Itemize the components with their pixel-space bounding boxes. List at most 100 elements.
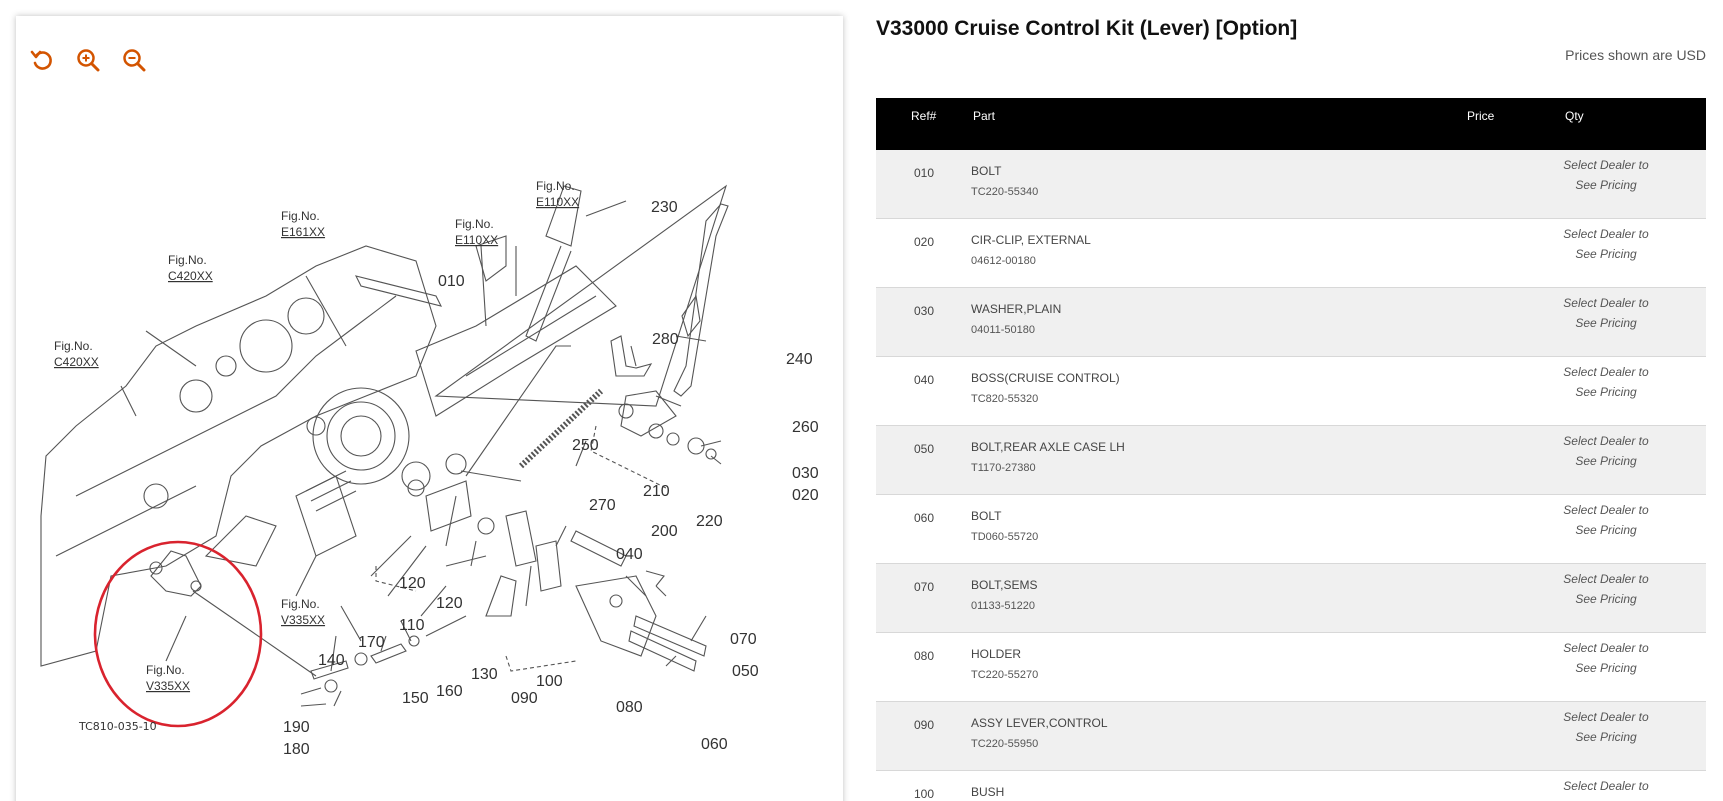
part-number[interactable]: TC220-55270: [971, 669, 1039, 681]
fig-label: Fig.No.: [536, 179, 575, 193]
part-name[interactable]: WASHER,PLAIN: [971, 302, 1062, 316]
ref-number: 080: [914, 649, 935, 663]
ref-callout: 040: [616, 546, 643, 563]
zoom-out-button[interactable]: [122, 48, 146, 72]
ref-callout: 230: [651, 199, 678, 216]
ref-callout: 090: [511, 690, 538, 707]
part-name[interactable]: BOLT,SEMS: [971, 578, 1038, 592]
part-name[interactable]: BUSH: [971, 785, 1005, 799]
zoom-out-icon: [123, 49, 146, 72]
ref-number: 020: [914, 235, 935, 249]
part-name[interactable]: BOSS(CRUISE CONTROL): [971, 371, 1120, 385]
ref-callout: 110: [399, 617, 425, 634]
ref-callout: 050: [732, 663, 759, 680]
part-name[interactable]: HOLDER: [971, 647, 1022, 661]
table-row[interactable]: 090 ASSY LEVER,CONTROL TC220-55950 Selec…: [876, 702, 1706, 771]
zoom-in-button[interactable]: [76, 48, 100, 72]
table-row[interactable]: 030 WASHER,PLAIN 04011-50180 Select Deal…: [876, 288, 1706, 357]
part-number[interactable]: 04011-50180: [971, 324, 1036, 336]
table-row[interactable]: 070 BOLT,SEMS 01133-51220 Select Dealer …: [876, 564, 1706, 633]
page-title: V33000 Cruise Control Kit (Lever) [Optio…: [876, 17, 1298, 40]
fig-label: Fig.No.: [54, 339, 93, 353]
ref-callout: 240: [786, 351, 813, 368]
ref-callout: 010: [438, 273, 465, 290]
fig-label: Fig.No.: [281, 209, 320, 223]
fig-label: Fig.No.: [168, 253, 207, 267]
parts-panel: V33000 Cruise Control Kit (Lever) [Optio…: [876, 0, 1706, 801]
diagram-toolbar: [30, 48, 146, 72]
fig-label: C420XX: [54, 355, 99, 369]
fig-label: E110XX: [536, 195, 579, 209]
parts-table: Ref# Part Price Qty 010 BOLT TC220-55340…: [876, 98, 1706, 801]
ref-callout: 150: [402, 690, 429, 707]
highlight-circle: [93, 540, 263, 728]
part-name[interactable]: CIR-CLIP, EXTERNAL: [971, 233, 1091, 247]
ref-callout: 080: [616, 699, 643, 716]
table-header: Ref# Part Price Qty: [876, 98, 1706, 150]
header-price[interactable]: Price: [1467, 109, 1495, 123]
ref-number: 060: [914, 511, 935, 525]
header-ref[interactable]: Ref#: [911, 109, 937, 123]
part-name[interactable]: BOLT: [971, 164, 1002, 178]
diagram-panel: Fig.No. E161XX Fig.No. C420XX Fig.No. C4…: [16, 16, 843, 801]
spring-270: [518, 388, 604, 469]
part-name[interactable]: BOLT: [971, 509, 1002, 523]
table-row[interactable]: 020 CIR-CLIP, EXTERNAL 04612-00180 Selec…: [876, 219, 1706, 288]
header-part[interactable]: Part: [973, 109, 996, 123]
reset-icon: [30, 50, 52, 70]
table-row[interactable]: 040 BOSS(CRUISE CONTROL) TC820-55320 Sel…: [876, 357, 1706, 426]
fig-label: Fig.No.: [146, 663, 185, 677]
fig-label: E110XX: [455, 233, 498, 247]
part-number[interactable]: TC220-55950: [971, 738, 1039, 750]
header-qty[interactable]: Qty: [1565, 109, 1584, 123]
part-number[interactable]: TC220-55340: [971, 186, 1039, 198]
ref-callout: 260: [792, 419, 819, 436]
part-number[interactable]: TD060-55720: [971, 531, 1039, 543]
ref-callout: 280: [652, 331, 679, 348]
ref-callout: 160: [436, 683, 463, 700]
part-number[interactable]: TC820-55320: [971, 393, 1039, 405]
ref-callout: 130: [471, 666, 498, 683]
fig-label: E161XX: [281, 225, 325, 239]
ref-number: 030: [914, 304, 935, 318]
ref-callout: 140: [318, 652, 345, 669]
part-name[interactable]: ASSY LEVER,CONTROL: [971, 716, 1108, 730]
part-number[interactable]: 04612-00180: [971, 255, 1036, 267]
exploded-parts-diagram[interactable]: Fig.No. E161XX Fig.No. C420XX Fig.No. C4…: [16, 96, 843, 796]
fig-label: Fig.No.: [455, 217, 494, 231]
ref-callout: 100: [536, 673, 563, 690]
ref-callout: 030: [792, 465, 819, 482]
ref-number: 010: [914, 166, 935, 180]
ref-callout: 270: [589, 497, 616, 514]
part-number[interactable]: T1170-27380: [971, 462, 1036, 474]
ref-callout: 070: [730, 631, 757, 648]
ref-callout: 190: [283, 719, 310, 736]
fig-label: C420XX: [168, 269, 213, 283]
figure-code: TC810-035-10: [79, 720, 157, 733]
ref-number: 040: [914, 373, 935, 387]
reset-button[interactable]: [30, 48, 54, 72]
zoom-in-icon: [77, 49, 100, 72]
table-row[interactable]: 050 BOLT,REAR AXLE CASE LH T1170-27380 S…: [876, 426, 1706, 495]
currency-note: Prices shown are USD: [1565, 47, 1706, 63]
ref-number: 050: [914, 442, 935, 456]
part-name[interactable]: BOLT,REAR AXLE CASE LH: [971, 440, 1125, 454]
part-number[interactable]: 01133-51220: [971, 600, 1036, 612]
transmission-housing: [40, 245, 437, 667]
ref-callout: 210: [643, 483, 670, 500]
